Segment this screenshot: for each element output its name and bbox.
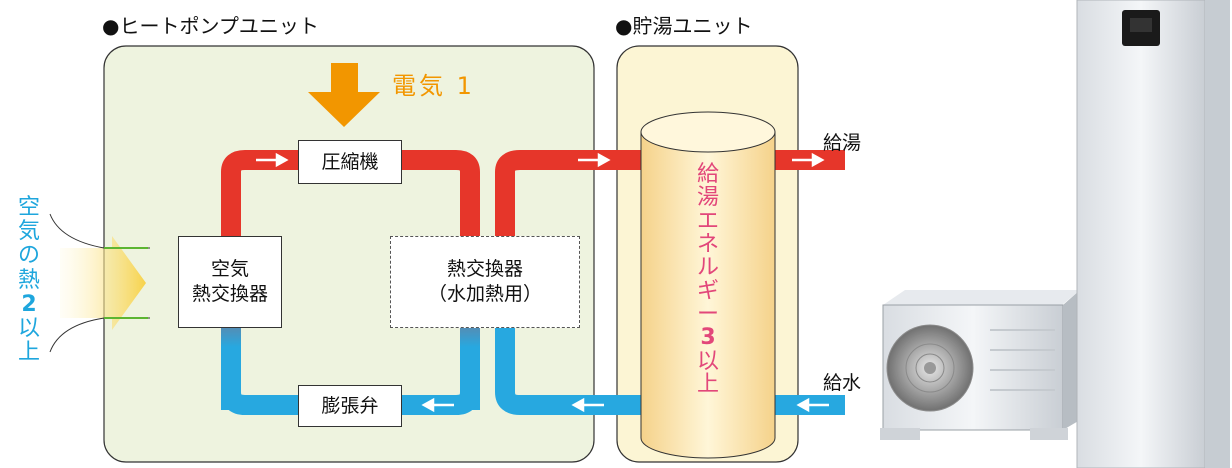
expansion-valve-label: 膨張弁	[321, 394, 379, 417]
water-heat-exchanger-box: 熱交換器 （水加熱用）	[390, 236, 580, 328]
air-heat-char: 熱	[17, 267, 40, 293]
energy-char: 3	[700, 325, 716, 351]
air-flow-line-bottom	[49, 317, 150, 353]
air-heat-arrow	[60, 236, 146, 330]
hot-water-pipe	[495, 150, 645, 240]
energy-char: 以	[696, 348, 719, 374]
air-heat-char: 以	[17, 315, 40, 341]
water-supply-label: 給水	[823, 372, 862, 394]
electricity-label: 電気 1	[392, 72, 475, 100]
energy-char: 上	[696, 371, 719, 397]
air-hx-label-line2: 熱交換器	[191, 283, 268, 305]
cold-water-return-pipe	[495, 340, 645, 415]
energy-char: ギ	[696, 278, 719, 304]
storage-tank-unit	[1076, 0, 1230, 468]
air-heat-char: 空	[17, 195, 40, 220]
water-hx-label-line2: （水加熱用）	[427, 283, 542, 305]
air-heat-char: 2	[21, 291, 37, 317]
energy-char: ー	[696, 301, 719, 327]
compressor-box: 圧縮機	[298, 140, 402, 184]
energy-char: ル	[696, 255, 719, 281]
outdoor-heat-pump-unit	[880, 290, 1080, 440]
energy-char: 湯	[696, 185, 719, 211]
flow-arrows	[256, 152, 829, 413]
air-flow-line-top	[49, 213, 150, 249]
tank-top	[640, 111, 776, 153]
compressor-label: 圧縮機	[321, 150, 379, 173]
air-heat-char: 上	[17, 340, 40, 366]
water-hx-label-line1: 熱交換器	[446, 258, 523, 281]
energy-char: エ	[696, 208, 719, 234]
hot-water-energy-vertical-label: 給 湯 エ ネ ル ギ ー 3 以 上	[692, 163, 724, 396]
air-heat-exchanger-box: 空気 熱交換器	[178, 236, 282, 328]
air-heat-char: 気	[17, 219, 40, 245]
air-heat-vertical-label: 空 気 の 熱 2 以 上	[14, 195, 44, 366]
air-heat-char: の	[17, 243, 40, 269]
tank-unit-title: ●貯湯ユニット	[615, 14, 753, 38]
heat-pump-unit-title: ●ヒートポンプユニット	[102, 14, 319, 38]
energy-char: ネ	[696, 231, 719, 257]
electric-arrow	[308, 63, 380, 127]
air-hx-label-line1: 空気	[210, 258, 249, 281]
energy-char: 給	[696, 162, 719, 187]
expansion-valve-box: 膨張弁	[298, 385, 402, 427]
hot-water-tank	[640, 131, 776, 459]
hot-water-supply-label: 給湯	[823, 132, 862, 154]
